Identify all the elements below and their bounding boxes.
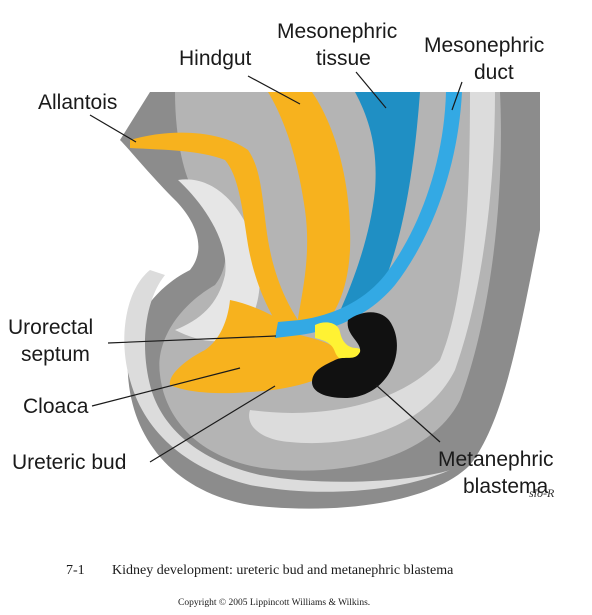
cloaca (169, 300, 345, 394)
mesonephric-tissue (335, 92, 420, 322)
figure-caption: 7-1 Kidney development: ureteric bud and … (66, 563, 453, 579)
figure-number: 7-1 (66, 563, 85, 578)
metanephric-blastema (312, 312, 397, 398)
kidney-development-diagram: Hindgut Mesonephric tissue Mesonephric d… (8, 20, 554, 509)
label-mesonephric-tissue-1: Mesonephric (277, 20, 397, 43)
body-wall-inner (249, 92, 495, 444)
copyright-notice: Copyright © 2005 Lippincott Williams & W… (178, 598, 371, 608)
mesonephric-duct (275, 92, 462, 338)
label-mesonephric-tissue-2: tissue (316, 47, 371, 70)
hindgut (268, 92, 351, 332)
label-urorectal-septum-2: septum (21, 343, 90, 366)
label-ureteric-bud: Ureteric bud (12, 451, 126, 474)
allantois-cavity (175, 179, 260, 342)
ureteric-bud-leader (149, 385, 276, 463)
label-hindgut: Hindgut (179, 47, 252, 70)
allantois (130, 132, 305, 336)
mesonephric-duct-leader (451, 81, 463, 111)
label-mesonephric-duct-2: duct (474, 61, 514, 84)
artist-signature: slo-R (529, 486, 555, 500)
hindgut-leader (247, 75, 301, 105)
figure-caption-text: Kidney development: ureteric bud and met… (112, 563, 454, 578)
allantois-leader (89, 114, 137, 143)
label-metanephric-blastema-2: blastema (463, 475, 549, 498)
label-urorectal-septum-1: Urorectal (8, 316, 93, 339)
label-cloaca: Cloaca (23, 395, 89, 418)
label-metanephric-blastema-1: Metanephric (438, 448, 554, 471)
label-mesonephric-duct-1: Mesonephric (424, 34, 544, 57)
mesonephric-tissue-leader (355, 71, 387, 109)
ureteric-bud (315, 322, 364, 364)
metanephric-blastema-leader (375, 384, 441, 443)
urorectal-septum-leader (107, 335, 277, 344)
label-allantois: Allantois (38, 91, 117, 114)
cloaca-leader (91, 367, 241, 407)
